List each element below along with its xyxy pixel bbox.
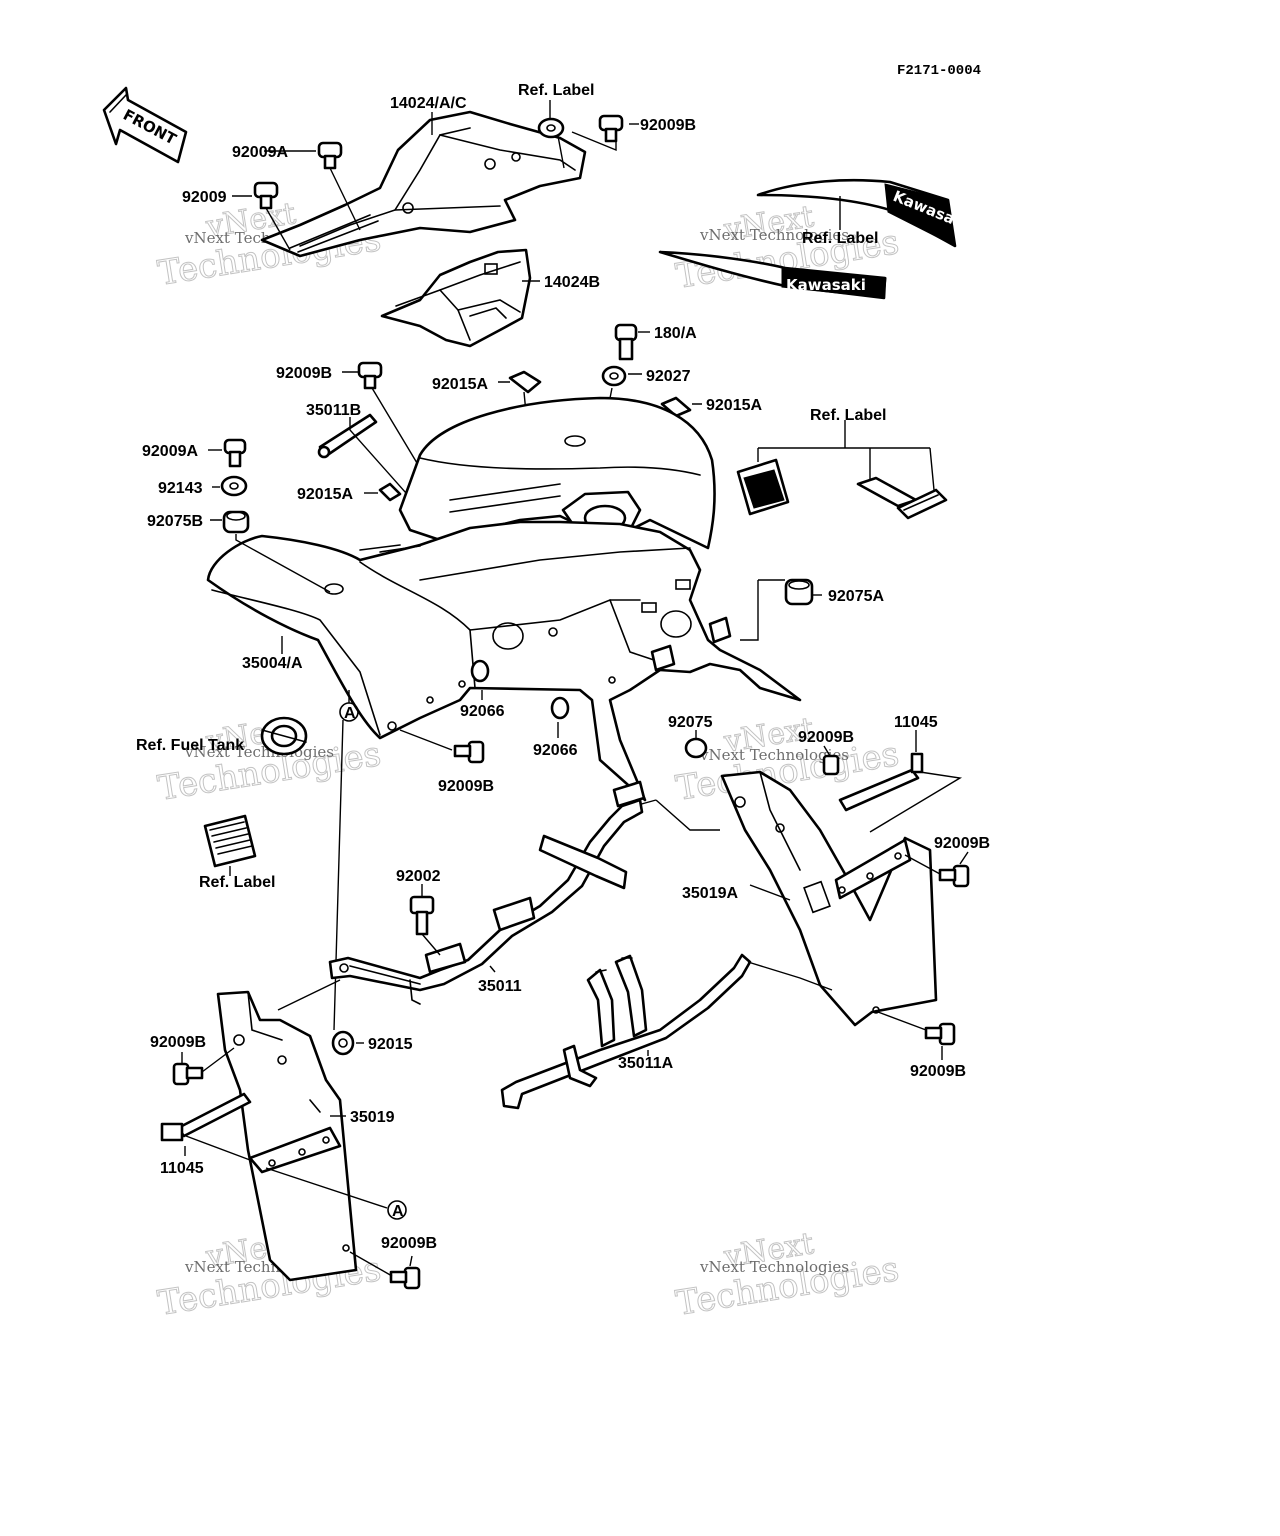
damper-92075a-icon [784,578,814,606]
marker-a-lower-text: A [392,1203,404,1220]
callout-92009b-right-low: 92009B [910,1063,966,1080]
bolt-92009b-mid-icon [453,740,485,764]
bolt-92009b-top-icon [598,114,624,143]
seat-fender-35004 [206,520,802,802]
callout-92143: 92143 [158,480,203,497]
callout-ref-label-left: Ref. Label [199,874,275,891]
callout-ref-fuel-tank: Ref. Fuel Tank [136,737,244,754]
callout-92009b-left-low: 92009B [150,1034,206,1051]
bolt-92009b-right-icon [938,864,970,888]
bolt-92009a-left-icon [223,438,247,468]
clip-92015a-3-icon [378,482,402,502]
ref-label-sticker-left [203,814,257,868]
marker-a-lower: A [387,1200,407,1220]
callout-92015a-3: 92015A [297,486,353,503]
watermark-small-text: vNext Technologies [699,1258,849,1276]
frame-35011 [328,780,646,1005]
frame-35011a [500,953,752,1110]
callout-92027: 92027 [646,368,691,385]
strap-11045-left [160,1092,252,1142]
callout-92075a: 92075A [828,588,884,605]
callout-11045-left: 11045 [160,1160,204,1177]
callout-92009b-tank: 92009B [276,365,332,382]
callout-ref-label-logo: Ref. Label [802,230,878,247]
bracket-14024b [380,248,532,348]
bolt-92002-icon [409,895,435,936]
bolt-92009b-left-low-icon [172,1062,204,1086]
ref-label-stickers-right [736,420,948,520]
callout-92009: 92009 [182,189,227,206]
bolt-92009a-top-icon [317,141,343,170]
front-arrow-icon: FRONT [102,86,188,164]
callout-92009a-top: 92009A [232,144,288,161]
callout-35019: 35019 [350,1109,395,1126]
callout-92066-2: 92066 [533,742,578,759]
callout-92015a-1: 92015A [432,376,488,393]
callout-labels: 14024/A/C Ref. Label 92009B 92009A 92009… [136,82,990,1252]
damper-92075b-icon [222,510,250,534]
ref-label-washer [537,117,565,139]
callout-180-a: 180/A [654,325,697,342]
callout-14024b: 14024B [544,274,600,291]
callout-92009b-bottom: 92009B [381,1235,437,1252]
callout-92075: 92075 [668,714,713,731]
callout-35011b: 35011B [306,402,361,419]
callout-14024-a-c: 14024/A/C [390,95,467,112]
grommet-92066-2-icon [550,696,570,720]
callout-92066-1: 92066 [460,703,505,720]
callout-92009b-mid: 92009B [438,778,494,795]
grommet-92066-1-icon [470,659,490,683]
cover-14024 [260,110,587,258]
nut-92015-icon [331,1030,355,1056]
callout-ref-label-top: Ref. Label [518,82,594,99]
strap-11045-right [838,752,924,812]
fuel-tank-grommet [260,716,308,756]
bolt-92009b-bottom-icon [389,1266,421,1290]
mudflap-35019a [720,770,938,1027]
callout-35011: 35011 [478,978,522,995]
callout-11045-right: 11045 [894,714,938,731]
callout-92075b: 92075B [147,513,203,530]
callout-35004-a: 35004/A [242,655,303,672]
watermark-small-text: vNext Technologies [699,226,849,244]
washer-92027-icon [601,365,627,387]
callout-92009a-left: 92009A [142,443,198,460]
bolt-92009b-tank-icon [357,361,383,390]
decal-logo-lower-text: Kawasaki [786,276,866,294]
callout-92015: 92015 [368,1036,413,1053]
clip-92015a-1-icon [508,370,542,394]
bolt-180a-icon [614,323,638,361]
callout-92002: 92002 [396,868,441,885]
diagram-code: F2171-0004 [897,63,981,79]
callout-35019a: 35019A [682,885,738,902]
callout-92015a-2: 92015A [706,397,762,414]
marker-a-upper: A [339,702,359,722]
callout-ref-label-right: Ref. Label [810,407,886,424]
callout-92009b-right-top: 92009B [798,729,854,746]
bolt-92009b-right-top-icon [822,754,840,776]
decal-logo-lower: Kawasaki [658,250,887,300]
callout-92009b-right: 92009B [934,835,990,852]
callout-35011a: 35011A [618,1055,674,1072]
callout-92009b-top: 92009B [640,117,696,134]
marker-a-upper-text: A [344,705,356,722]
watermark-small-text: vNext Technologies [699,746,849,764]
grommet-92143-icon [220,475,248,497]
rod-35011b [317,413,378,459]
plug-92075-icon [684,737,708,759]
bolt-92009b-right-low-icon [924,1022,956,1046]
